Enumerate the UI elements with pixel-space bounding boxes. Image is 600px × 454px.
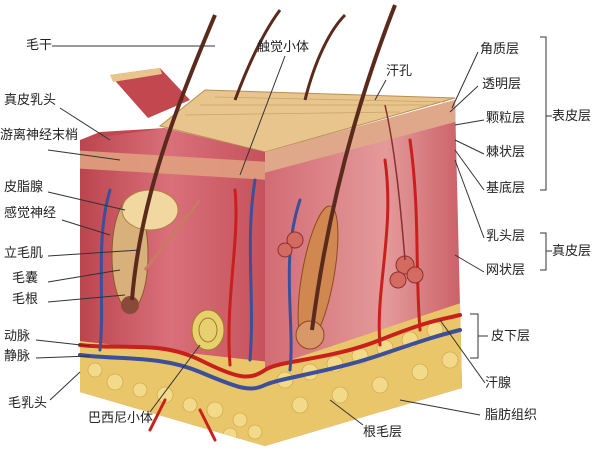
epidermis-right — [265, 100, 462, 174]
label-reticular-layer: 网状层 — [486, 263, 526, 278]
label-dermis: 真皮层 — [552, 244, 592, 259]
label-root-hair-layer: 根毛层 — [363, 425, 403, 440]
label-hair-papilla: 毛乳头 — [8, 396, 48, 411]
label-stratum-granulosum: 颗粒层 — [486, 111, 526, 126]
label-stratum-corneum: 角质层 — [480, 42, 520, 57]
label-adipose-tissue: 脂肪组织 — [485, 408, 538, 423]
label-meissner-corpuscle: 触觉小体 — [257, 40, 310, 55]
label-hair-root: 毛根 — [12, 292, 39, 307]
label-hypodermis: 皮下层 — [491, 329, 531, 344]
hair-shaft-right — [310, 4, 397, 331]
label-hair-follicle: 毛囊 — [12, 271, 39, 286]
hair-papilla-shape — [121, 296, 139, 314]
label-sebaceous-gland: 皮脂腺 — [4, 180, 44, 195]
label-vein: 静脉 — [4, 349, 31, 364]
label-artery: 动脉 — [4, 329, 31, 344]
label-stratum-lucidum: 透明层 — [482, 77, 522, 92]
skin-surface — [158, 89, 456, 153]
sweat-gland-shape — [277, 231, 424, 289]
label-papillary-layer: 乳头层 — [486, 229, 526, 244]
label-hair-shaft: 毛干 — [26, 38, 53, 53]
label-stratum-basale: 基底层 — [486, 181, 526, 196]
label-arrector-pili: 立毛肌 — [4, 246, 44, 261]
label-free-nerve-ending: 游离神经末梢 — [0, 128, 79, 143]
label-epidermis: 表皮层 — [552, 109, 592, 124]
label-sensory-nerve: 感觉神经 — [4, 206, 57, 221]
label-sweat-pore: 汗孔 — [386, 64, 413, 79]
label-stratum-spinosum: 棘状层 — [486, 145, 526, 160]
leader-lines — [35, 36, 552, 426]
label-pacinian-corpuscle: 巴西尼小体 — [88, 411, 154, 426]
epidermis-front — [80, 150, 265, 180]
hair-shaft-left — [130, 14, 217, 301]
blood-vessels — [78, 138, 462, 442]
raised-epidermis-flap — [110, 68, 190, 118]
arrector-pili-shape — [143, 199, 202, 271]
label-sweat-gland: 汗腺 — [485, 376, 512, 391]
pacinian-corpuscle-shape — [191, 309, 225, 351]
label-dermal-papilla: 真皮乳头 — [4, 93, 57, 108]
